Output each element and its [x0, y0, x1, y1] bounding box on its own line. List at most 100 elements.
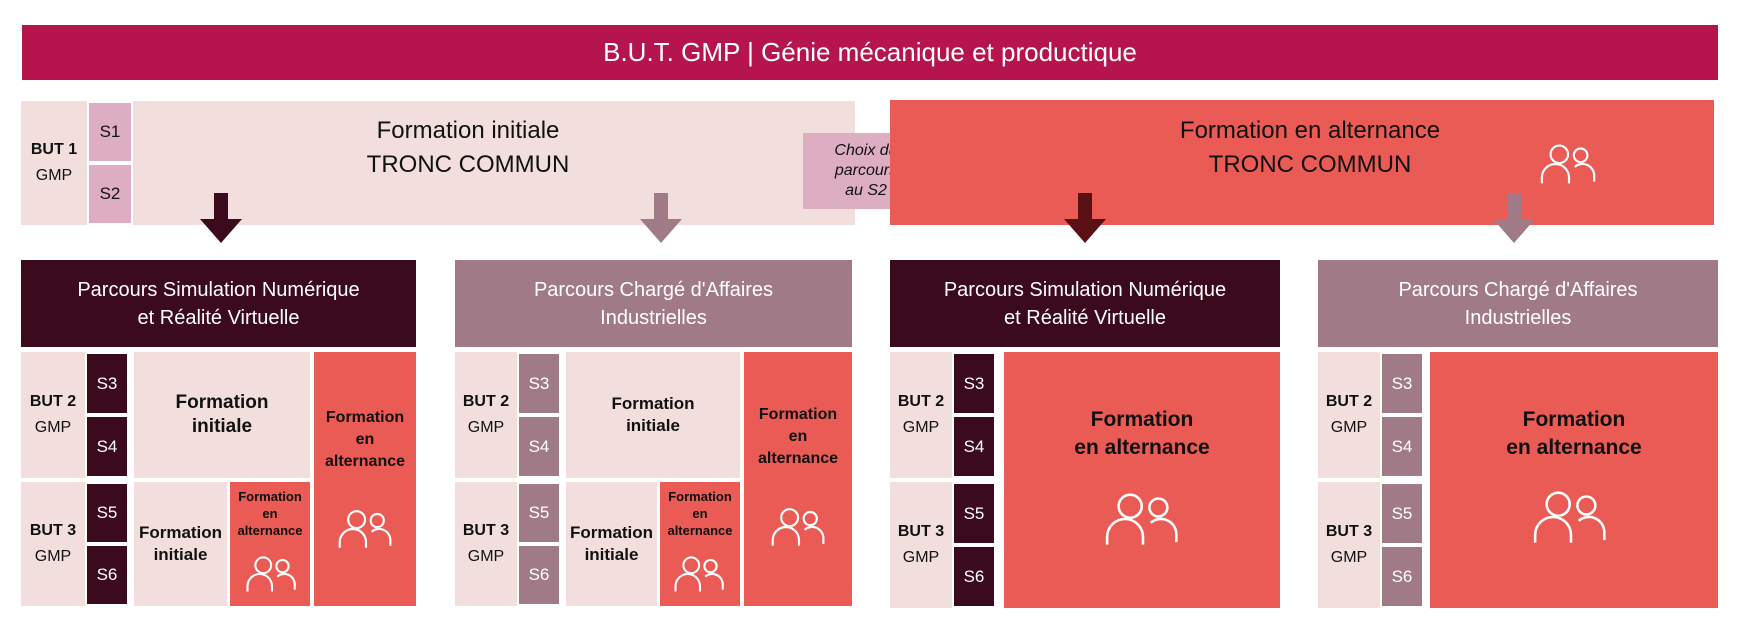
initial-title-line2: TRONC COMMUN [366, 151, 570, 178]
but1-label-line1: BUT 1 [30, 141, 78, 158]
formation-alternance-cell: Formation en alternance [1004, 352, 1280, 608]
formation-initiale-line1: Formation [138, 523, 223, 542]
but2-line2: GMP [902, 419, 940, 436]
alternance-tronc-commun-block [890, 100, 1714, 225]
formation-initiale-cell: Formation initiale [134, 352, 310, 478]
semester-s6-label: S6 [963, 566, 985, 586]
but3-line1: BUT 3 [897, 523, 945, 540]
but2-label: BUT 2 GMP [890, 352, 952, 478]
choix-line3: au S2 [845, 182, 887, 199]
semester-s1: S1 [87, 101, 133, 163]
formation-alternance-line2: en [692, 506, 708, 521]
formation-alternance-line2: en [788, 428, 808, 445]
semester-s5-label: S5 [528, 503, 550, 522]
but1-label-line2: GMP [35, 167, 73, 184]
but1-label: BUT 1 GMP [21, 101, 87, 225]
but3-line2: GMP [902, 549, 940, 566]
formation-alternance-cell: Formation en alternance [660, 482, 740, 606]
formation-alternance-line3: alternance [237, 523, 303, 538]
semester-s6: S6 [517, 544, 561, 606]
formation-alternance-line2: en alternance [1506, 436, 1642, 459]
formation-alternance-line1: Formation [1090, 408, 1194, 431]
semester-s5: S5 [517, 482, 561, 544]
arrow-down-icon [636, 193, 686, 248]
but2-label: BUT 2 GMP [1318, 352, 1380, 478]
formation-initiale-line2: initiale [191, 416, 253, 437]
but2-line2: GMP [467, 419, 505, 436]
semester-s6-label: S6 [96, 565, 118, 584]
initial-tronc-commun-block [21, 101, 855, 225]
parcours-cai-line2: Industrielles [600, 306, 707, 329]
arrow-down-icon [1060, 193, 1110, 248]
people-icon [672, 554, 728, 594]
parcours-cai-header: Parcours Chargé d'Affaires Industrielles [455, 260, 852, 347]
semester-s3: S3 [952, 352, 996, 415]
parcours-cai-line1: Parcours Chargé d'Affaires [1398, 278, 1638, 301]
people-icon [1538, 142, 1600, 186]
formation-alternance-cell: Formation en alternance [744, 352, 852, 606]
initial-tronc-commun-title: Formation initiale TRONC COMMUN [133, 108, 803, 188]
formation-alternance-cell: Formation en alternance [230, 482, 310, 606]
semester-s2: S2 [87, 163, 133, 225]
formation-alternance-line1: Formation [325, 409, 405, 426]
semester-s3: S3 [1380, 352, 1424, 415]
formation-initiale-cell: Formation initiale [566, 482, 657, 606]
semester-s3-label: S3 [963, 373, 985, 393]
but3-line2: GMP [34, 548, 72, 565]
semester-s2-label: S2 [99, 184, 121, 203]
but2-line2: GMP [34, 419, 72, 436]
but2-line1: BUT 2 [29, 393, 77, 410]
formation-alternance-line2: en [262, 506, 278, 521]
semester-s4-label: S4 [96, 436, 118, 456]
but3-line2: GMP [467, 548, 505, 565]
semester-s4: S4 [85, 415, 129, 478]
semester-s3-label: S3 [528, 373, 550, 393]
formation-alternance-line3: alternance [667, 523, 733, 538]
formation-alternance-line1: Formation [1522, 408, 1626, 431]
semester-s6-label: S6 [528, 565, 550, 584]
page-title-bar: B.U.T. GMP | Génie mécanique et producti… [22, 25, 1718, 80]
semester-s6-label: S6 [1391, 566, 1413, 586]
semester-s6: S6 [1380, 545, 1424, 608]
semester-s4-label: S4 [963, 436, 985, 456]
formation-alternance-line3: alternance [757, 450, 839, 467]
semester-s4: S4 [1380, 415, 1424, 478]
but2-line1: BUT 2 [1325, 393, 1373, 410]
parcours-cai-header: Parcours Chargé d'Affaires Industrielles [1318, 260, 1718, 347]
semester-s5: S5 [952, 482, 996, 545]
formation-alternance-line2: en alternance [1074, 436, 1210, 459]
formation-alternance-line1: Formation [668, 489, 732, 504]
formation-alternance-line1: Formation [758, 406, 838, 423]
semester-s3: S3 [517, 352, 561, 415]
but3-label: BUT 3 GMP [455, 482, 517, 606]
arrow-down-icon [196, 193, 246, 248]
alternance-title-line1: Formation en alternance [1179, 117, 1441, 144]
semester-s6: S6 [952, 545, 996, 608]
formation-initiale-cell: Formation initiale [566, 352, 740, 478]
parcours-snrv-header: Parcours Simulation Numérique et Réalité… [890, 260, 1280, 347]
choix-line1: Choix du [834, 142, 898, 159]
formation-initiale-cell: Formation initiale [134, 482, 227, 606]
choix-line2: parcours [834, 162, 898, 179]
but3-line1: BUT 3 [462, 522, 510, 539]
formation-alternance-cell: Formation en alternance [314, 352, 416, 606]
formation-initiale-line1: Formation [175, 392, 269, 413]
formation-initiale-line2: initiale [584, 545, 639, 564]
people-icon [1530, 488, 1612, 546]
semester-s5-label: S5 [96, 503, 118, 522]
but3-line1: BUT 3 [29, 522, 77, 539]
but2-label: BUT 2 GMP [21, 352, 85, 478]
page-title: B.U.T. GMP | Génie mécanique et producti… [603, 37, 1137, 67]
parcours-cai-line2: Industrielles [1464, 306, 1572, 329]
semester-s3: S3 [85, 352, 129, 415]
but2-line2: GMP [1330, 419, 1368, 436]
but3-line1: BUT 3 [1325, 523, 1373, 540]
initial-title-line1: Formation initiale [376, 117, 560, 144]
parcours-snrv-line1: Parcours Simulation Numérique [943, 278, 1227, 301]
parcours-snrv-line2: et Réalité Virtuelle [137, 306, 300, 329]
but3-label: BUT 3 GMP [1318, 482, 1380, 608]
people-icon [1102, 490, 1184, 548]
formation-alternance-line3: alternance [324, 453, 406, 470]
formation-alternance-line2: en [355, 431, 375, 448]
but3-label: BUT 3 GMP [21, 482, 85, 606]
